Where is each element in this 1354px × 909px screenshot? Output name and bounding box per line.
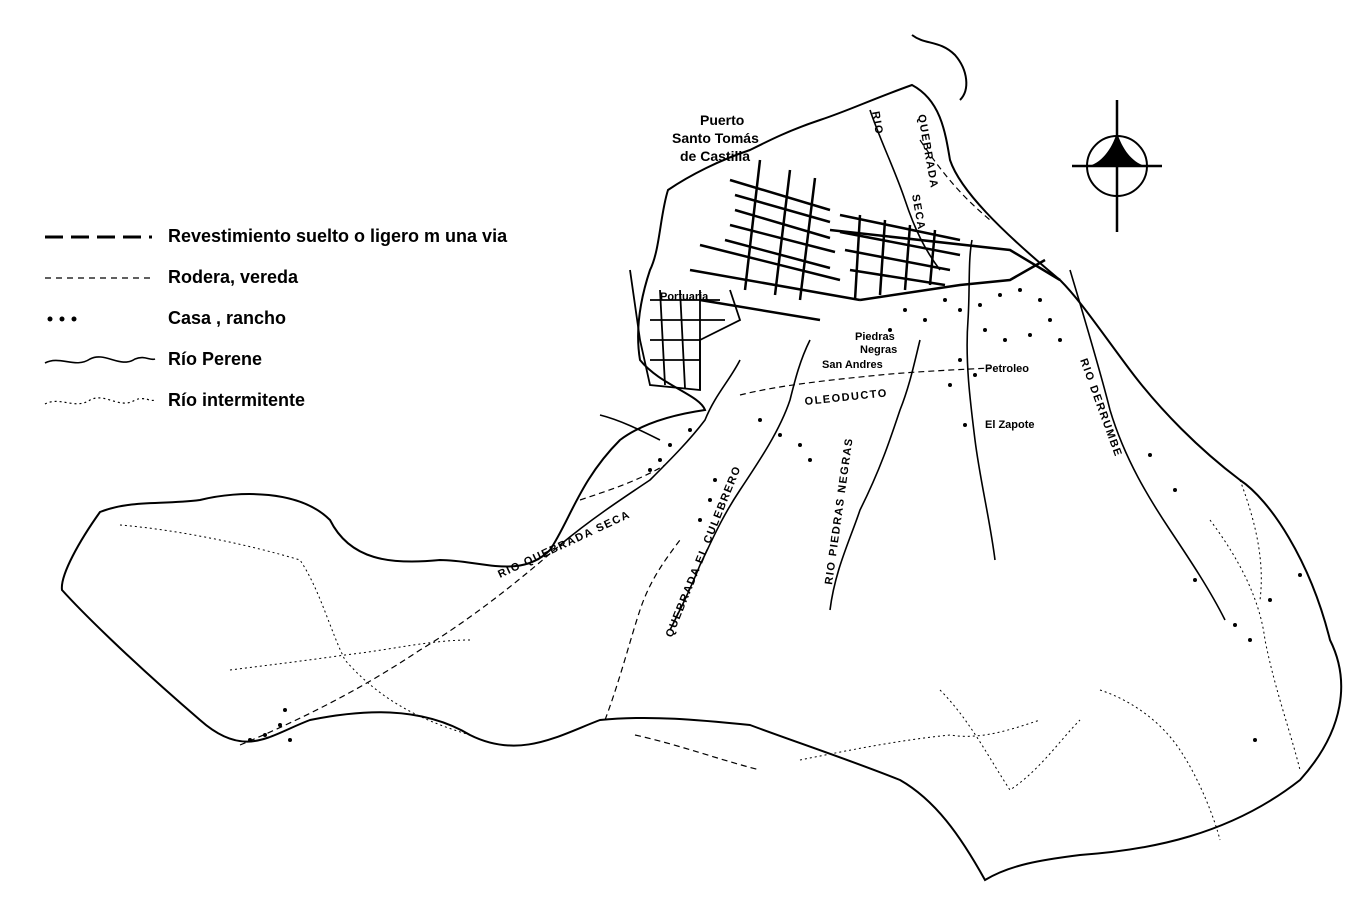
town-grid bbox=[689, 159, 1061, 322]
track-swatch bbox=[45, 277, 152, 279]
houses bbox=[248, 288, 1302, 742]
intermittent-swatch bbox=[44, 397, 156, 405]
legend-item-track: Rodera, vereda bbox=[40, 263, 600, 304]
map-legend: Revestimiento suelto o ligero m una via … bbox=[40, 222, 600, 427]
label-seca-top: SECA bbox=[909, 193, 927, 231]
label-rio-quebrada-seca: RIO QUEBRADA SECA bbox=[496, 509, 632, 581]
portuaria-grid bbox=[629, 269, 742, 391]
watershed-boundary bbox=[60, 83, 1343, 882]
coastline bbox=[911, 34, 968, 101]
legend-label-river: Río Perene bbox=[168, 349, 263, 369]
legend-item-river: Río Perene bbox=[40, 345, 600, 386]
place-piedras-line1: Piedras bbox=[855, 331, 895, 343]
label-rio-piedras-negras: RIO PIEDRAS NEGRAS bbox=[823, 437, 856, 586]
house-swatch bbox=[47, 316, 77, 322]
legend-item-intermittent: Río intermitente bbox=[40, 386, 600, 427]
intermittent-rivers bbox=[119, 479, 1301, 841]
river-derrumbe bbox=[1069, 269, 1226, 621]
city-name-line3: de Castilla bbox=[680, 148, 750, 164]
label-quebrada-top: QUEBRADA bbox=[915, 113, 940, 189]
river-quebrada-seca-top bbox=[869, 109, 941, 271]
legend-item-house: Casa , rancho bbox=[40, 304, 600, 345]
legend-label-road: Revestimiento suelto o ligero m una via bbox=[168, 226, 508, 246]
north-arrow-icon bbox=[1072, 100, 1162, 232]
legend-item-road: Revestimiento suelto o ligero m una via bbox=[40, 222, 600, 263]
place-el-zapote: El Zapote bbox=[985, 419, 1035, 431]
label-oleoducto: OLEODUCTO bbox=[804, 387, 888, 408]
main-rivers bbox=[559, 109, 1226, 631]
road-swatch bbox=[45, 235, 152, 239]
tracks bbox=[239, 139, 991, 771]
place-piedras-line2: Negras bbox=[860, 344, 897, 356]
place-portuaria: Portuaria bbox=[660, 291, 709, 303]
legend-label-intermittent: Río intermitente bbox=[168, 390, 306, 410]
river-quebrada-seca-bottom bbox=[559, 359, 741, 546]
river-zapote bbox=[966, 239, 996, 561]
river-culebrero bbox=[669, 339, 811, 631]
legend-label-house: Casa , rancho bbox=[168, 308, 287, 328]
city-name-line1: Puerto bbox=[700, 112, 744, 128]
label-quebrada-culebrero: QUEBRADA EL CULEBRERO bbox=[664, 464, 744, 639]
legend-label-track: Rodera, vereda bbox=[168, 267, 299, 287]
river-piedras-negras bbox=[829, 339, 921, 611]
place-petroleo: Petroleo bbox=[985, 363, 1029, 375]
place-san-andres: San Andres bbox=[822, 359, 883, 371]
city-name-line2: Santo Tomás bbox=[672, 130, 759, 146]
label-rio-top: RIO bbox=[869, 110, 885, 136]
river-swatch bbox=[44, 356, 156, 364]
